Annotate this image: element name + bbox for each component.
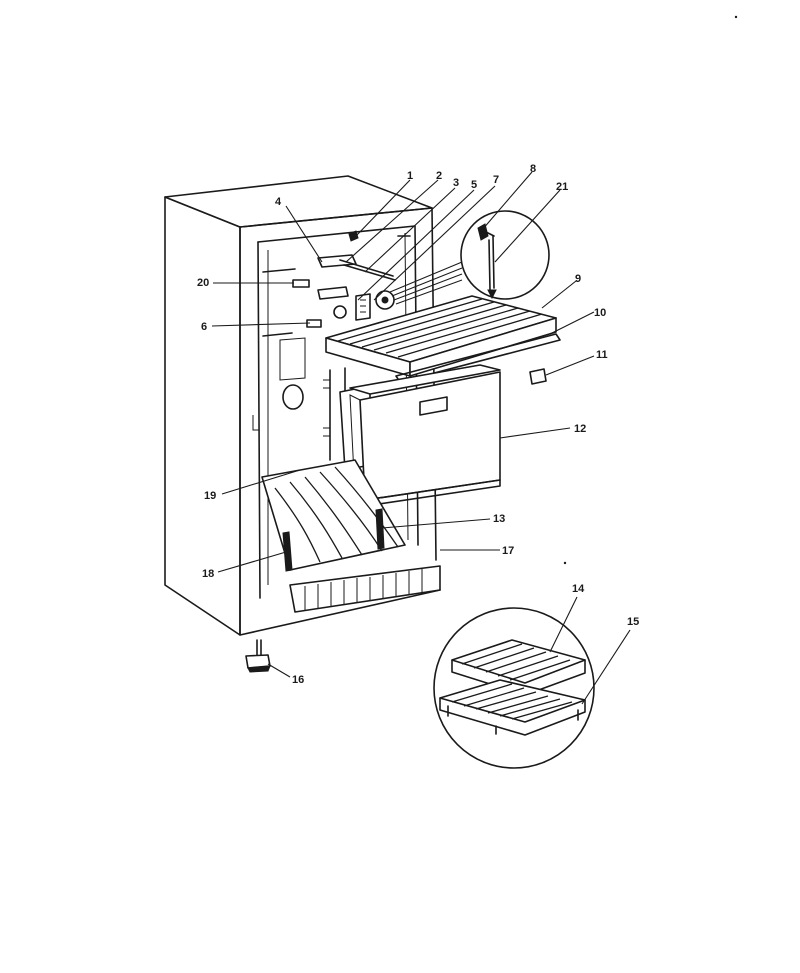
refrigerator-cabinet bbox=[164, 175, 441, 636]
callout-17: 17 bbox=[502, 545, 514, 557]
callout-21: 21 bbox=[556, 181, 568, 193]
freezer-shelf bbox=[325, 295, 561, 383]
callout-19: 19 bbox=[204, 490, 216, 502]
callout-10: 10 bbox=[594, 307, 606, 319]
callout-7: 7 bbox=[493, 174, 499, 186]
shelf-detail-circle bbox=[433, 607, 595, 769]
leader-lines bbox=[211, 171, 631, 705]
callout-18: 18 bbox=[202, 568, 214, 580]
callout-labels: 1 2 3 4 5 6 7 8 9 10 11 12 13 14 15 16 1… bbox=[197, 163, 639, 686]
callout-12: 12 bbox=[574, 423, 586, 435]
thermostat-detail-circle bbox=[460, 210, 550, 300]
callout-14: 14 bbox=[572, 583, 585, 595]
callout-3: 3 bbox=[453, 177, 459, 189]
callout-13: 13 bbox=[493, 513, 505, 525]
bottom-grille-louvers bbox=[304, 569, 423, 610]
callout-20: 20 bbox=[197, 277, 209, 289]
callout-11: 11 bbox=[596, 349, 608, 361]
callout-2: 2 bbox=[436, 170, 442, 182]
callout-9: 9 bbox=[575, 273, 581, 285]
freezer-shelf-wires bbox=[337, 298, 543, 358]
part-11-clip bbox=[529, 368, 547, 385]
callout-15: 15 bbox=[627, 616, 639, 628]
callout-4: 4 bbox=[275, 196, 282, 208]
callout-6: 6 bbox=[201, 321, 207, 333]
callout-8: 8 bbox=[530, 163, 536, 175]
callout-5: 5 bbox=[471, 179, 477, 191]
lower-shelf-19 bbox=[261, 459, 406, 572]
control-parts bbox=[292, 230, 463, 328]
callout-1: 1 bbox=[407, 170, 413, 182]
crisper-drawer bbox=[323, 364, 501, 507]
callout-16: 16 bbox=[292, 674, 304, 686]
leveling-foot bbox=[245, 639, 271, 673]
